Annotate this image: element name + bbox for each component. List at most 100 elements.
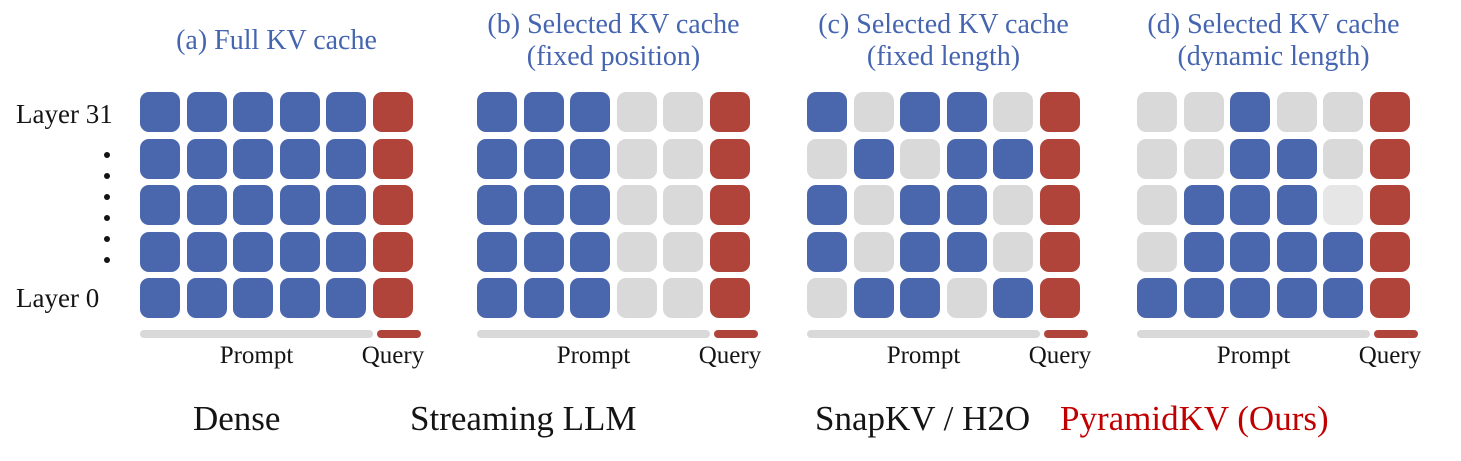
kv-cell-retained <box>570 185 611 226</box>
kv-cell-retained <box>1230 231 1271 272</box>
query-label: Query <box>698 342 762 369</box>
ellipsis-dot <box>104 194 110 200</box>
kv-cell-retained <box>993 278 1034 319</box>
kv-cell-query <box>1040 185 1080 226</box>
kv-cell-evicted <box>1137 138 1177 179</box>
kv-cell-evicted <box>1276 92 1317 132</box>
prompt-track-bar <box>477 330 710 338</box>
kv-cell-retained <box>523 231 564 272</box>
panel-title-line: (b) Selected KV cache <box>487 9 740 41</box>
kv-cell-evicted <box>993 185 1034 226</box>
ellipsis-dot <box>104 173 110 179</box>
method-label-b: Streaming LLM <box>410 399 637 438</box>
method-label-d: PyramidKV (Ours) <box>1060 399 1329 438</box>
kv-cell-retained <box>326 278 367 319</box>
kv-cell-retained <box>233 138 274 179</box>
kv-cell-evicted <box>1137 231 1177 272</box>
prompt-label: Prompt <box>886 342 961 369</box>
kv-cell-evicted <box>853 92 894 132</box>
kv-cell-evicted <box>663 231 704 272</box>
kv-cell-evicted <box>993 92 1034 132</box>
kv-cell-retained <box>523 138 564 179</box>
kv-cell-query <box>373 278 413 319</box>
kv-cell-evicted <box>1137 185 1177 226</box>
kv-cell-retained <box>140 138 180 179</box>
kv-cell-evicted <box>663 185 704 226</box>
method-label-a: Dense <box>193 399 281 438</box>
kv-cell-retained <box>279 278 320 319</box>
layer-ellipsis-dots <box>104 152 110 263</box>
kv-cell-query <box>710 138 750 179</box>
kv-cell-query <box>1040 138 1080 179</box>
kv-cell-retained <box>279 231 320 272</box>
kv-cell-retained <box>477 138 517 179</box>
kv-cell-retained <box>233 231 274 272</box>
kv-cell-retained <box>1230 138 1271 179</box>
kv-cell-query <box>710 278 750 319</box>
kv-cell-query <box>1040 278 1080 319</box>
kv-cell-evicted <box>1323 138 1364 179</box>
kv-cell-retained <box>1323 231 1364 272</box>
kv-cell-query <box>373 92 413 132</box>
kv-cell-retained <box>807 185 847 226</box>
kv-cell-retained <box>807 92 847 132</box>
prompt-label: Prompt <box>1216 342 1291 369</box>
prompt-label: Prompt <box>556 342 631 369</box>
kv-cell-evicted <box>807 138 847 179</box>
kv-cell-evicted <box>663 278 704 319</box>
kv-cell-evicted <box>1183 138 1224 179</box>
kv-cell-evicted <box>616 138 657 179</box>
kv-cell-retained <box>140 92 180 132</box>
panel-title-line: (c) Selected KV cache <box>818 9 1069 41</box>
kv-cell-retained <box>326 92 367 132</box>
panel-b-title: (b) Selected KV cache(fixed position) <box>452 4 775 78</box>
kv-cell-retained <box>477 92 517 132</box>
kv-cell-query <box>710 231 750 272</box>
kv-cell-retained <box>186 92 227 132</box>
kv-cell-retained <box>570 278 611 319</box>
kv-cell-query <box>1370 92 1410 132</box>
panel-title-line: (d) Selected KV cache <box>1147 9 1400 41</box>
method-label-c: SnapKV / H2O <box>815 399 1031 438</box>
kv-cell-query <box>1040 92 1080 132</box>
kv-cell-query <box>1370 231 1410 272</box>
query-track-bar <box>714 330 758 338</box>
query-track-bar <box>377 330 421 338</box>
kv-cell-evicted <box>616 278 657 319</box>
kv-cell-retained <box>326 138 367 179</box>
panel-title-line: (dynamic length) <box>1177 41 1370 72</box>
kv-cell-retained <box>570 231 611 272</box>
kv-cell-retained <box>279 138 320 179</box>
kv-cell-evicted <box>853 185 894 226</box>
kv-cell-retained <box>279 185 320 226</box>
query-track-bar <box>1374 330 1418 338</box>
kv-cell-retained <box>233 278 274 319</box>
kv-cell-evicted <box>663 92 704 132</box>
panel-d-title: (d) Selected KV cache(dynamic length) <box>1112 4 1435 78</box>
kv-cell-evicted <box>1183 92 1224 132</box>
kv-cell-retained <box>523 185 564 226</box>
panel-b: (b) Selected KV cache(fixed position)Pro… <box>477 0 761 461</box>
kv-cell-retained <box>1230 92 1271 132</box>
kv-cell-retained <box>946 138 987 179</box>
ellipsis-dot <box>104 152 110 158</box>
layer-0-label: Layer 0 <box>16 283 100 313</box>
kv-cell-retained <box>946 185 987 226</box>
panel-title-line: (a) Full KV cache <box>176 25 377 57</box>
kv-cell-retained <box>1183 278 1224 319</box>
prompt-label: Prompt <box>219 342 294 369</box>
kv-cell-evicted <box>1323 92 1364 132</box>
kv-cell-evicted <box>946 278 987 319</box>
kv-cell-retained <box>326 231 367 272</box>
kv-cell-retained <box>900 231 941 272</box>
kv-cell-query <box>710 92 750 132</box>
kv-cell-evicted <box>1323 185 1364 226</box>
kv-cell-query <box>1040 231 1080 272</box>
kv-cell-query <box>373 231 413 272</box>
kv-cell-retained <box>1137 278 1177 319</box>
query-track-bar <box>1044 330 1088 338</box>
query-label: Query <box>1028 342 1092 369</box>
kv-cell-query <box>1370 185 1410 226</box>
kv-cell-retained <box>900 278 941 319</box>
kv-cell-retained <box>477 185 517 226</box>
